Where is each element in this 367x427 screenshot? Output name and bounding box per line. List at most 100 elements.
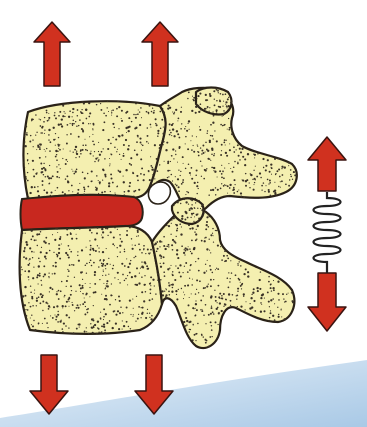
stipple-dot: [259, 279, 261, 281]
stipple-dot: [170, 161, 171, 162]
stipple-dot: [137, 180, 139, 182]
stipple-dot: [155, 118, 157, 120]
stipple-dot: [178, 190, 180, 192]
stipple-dot: [55, 145, 56, 146]
stipple-dot: [284, 318, 286, 320]
stipple-dot: [62, 105, 64, 107]
stipple-dot: [282, 293, 284, 295]
stipple-dot: [96, 104, 98, 106]
stipple-dot: [136, 175, 138, 177]
stipple-dot: [72, 171, 73, 172]
stipple-dot: [173, 217, 175, 219]
stipple-dot: [132, 248, 134, 250]
stipple-dot: [261, 304, 262, 305]
stipple-dot: [194, 315, 196, 317]
stipple-dot: [205, 94, 207, 96]
stipple-dot: [50, 315, 51, 316]
stipple-dot: [169, 129, 170, 130]
stipple-dot: [193, 248, 195, 250]
stipple-dot: [148, 170, 150, 172]
stipple-dot: [141, 261, 142, 262]
stipple-dot: [58, 244, 60, 246]
stipple-dot: [59, 320, 61, 322]
stipple-dot: [133, 191, 134, 192]
stipple-dot: [269, 306, 270, 307]
stipple-dot: [185, 126, 186, 127]
stipple-dot: [197, 213, 198, 214]
stipple-dot: [229, 187, 231, 189]
stipple-dot: [41, 296, 43, 298]
stipple-dot: [141, 167, 143, 169]
stipple-dot: [189, 329, 190, 330]
stipple-dot: [105, 115, 107, 117]
stipple-dot: [255, 166, 256, 167]
stipple-dot: [82, 303, 84, 305]
stipple-dot: [105, 298, 106, 299]
stipple-dot: [94, 274, 96, 276]
stipple-dot: [94, 283, 96, 285]
stipple-dot: [193, 145, 194, 146]
stipple-dot: [220, 124, 222, 126]
stipple-dot: [168, 291, 170, 293]
stipple-dot: [216, 112, 217, 113]
stipple-dot: [137, 135, 139, 137]
stipple-dot: [188, 92, 190, 94]
stipple-dot: [150, 293, 152, 295]
stipple-dot: [131, 121, 132, 122]
stipple-dot: [54, 239, 56, 241]
stipple-dot: [55, 190, 56, 191]
stipple-dot: [149, 252, 150, 253]
stipple-dot: [66, 234, 68, 236]
stipple-dot: [86, 327, 87, 328]
stipple-dot: [226, 140, 227, 141]
stipple-dot: [85, 283, 86, 284]
stipple-dot: [271, 290, 272, 291]
stipple-dot: [192, 279, 193, 280]
stipple-dot: [161, 290, 163, 292]
stipple-dot: [78, 192, 79, 193]
stipple-dot: [93, 326, 95, 328]
stipple-dot: [270, 163, 272, 165]
stipple-dot: [72, 305, 73, 306]
stipple-dot: [218, 92, 219, 93]
stipple-dot: [240, 151, 242, 153]
stipple-dot: [272, 287, 274, 289]
stipple-dot: [147, 127, 149, 129]
stipple-dot: [245, 301, 246, 302]
stipple-dot: [201, 176, 202, 177]
stipple-dot: [184, 247, 186, 249]
stipple-dot: [265, 185, 266, 186]
stipple-dot: [117, 310, 119, 312]
stipple-dot: [41, 132, 43, 134]
stipple-dot: [194, 182, 196, 184]
stipple-dot: [77, 324, 79, 326]
stipple-dot: [230, 278, 231, 279]
stipple-dot: [74, 229, 75, 230]
stipple-dot: [90, 323, 91, 324]
stipple-dot: [79, 284, 81, 286]
stipple-dot: [112, 123, 114, 125]
stipple-dot: [153, 170, 155, 172]
stipple-dot: [155, 293, 156, 294]
stipple-dot: [47, 120, 49, 122]
stipple-dot: [241, 288, 242, 289]
stipple-dot: [71, 185, 73, 187]
stipple-dot: [28, 163, 29, 164]
stipple-dot: [87, 227, 88, 228]
stipple-dot: [135, 284, 137, 286]
stipple-dot: [195, 333, 197, 335]
stipple-dot: [139, 138, 141, 140]
stipple-dot: [102, 129, 104, 131]
stipple-dot: [227, 193, 228, 194]
stipple-dot: [181, 123, 182, 124]
stipple-dot: [200, 147, 201, 148]
stipple-dot: [232, 171, 234, 173]
stipple-dot: [142, 144, 144, 146]
stipple-dot: [280, 181, 281, 182]
stipple-dot: [180, 111, 182, 113]
stipple-dot: [250, 303, 251, 304]
stipple-dot: [256, 287, 258, 289]
stipple-dot: [37, 190, 39, 192]
stipple-dot: [230, 168, 231, 169]
stipple-dot: [46, 110, 48, 112]
